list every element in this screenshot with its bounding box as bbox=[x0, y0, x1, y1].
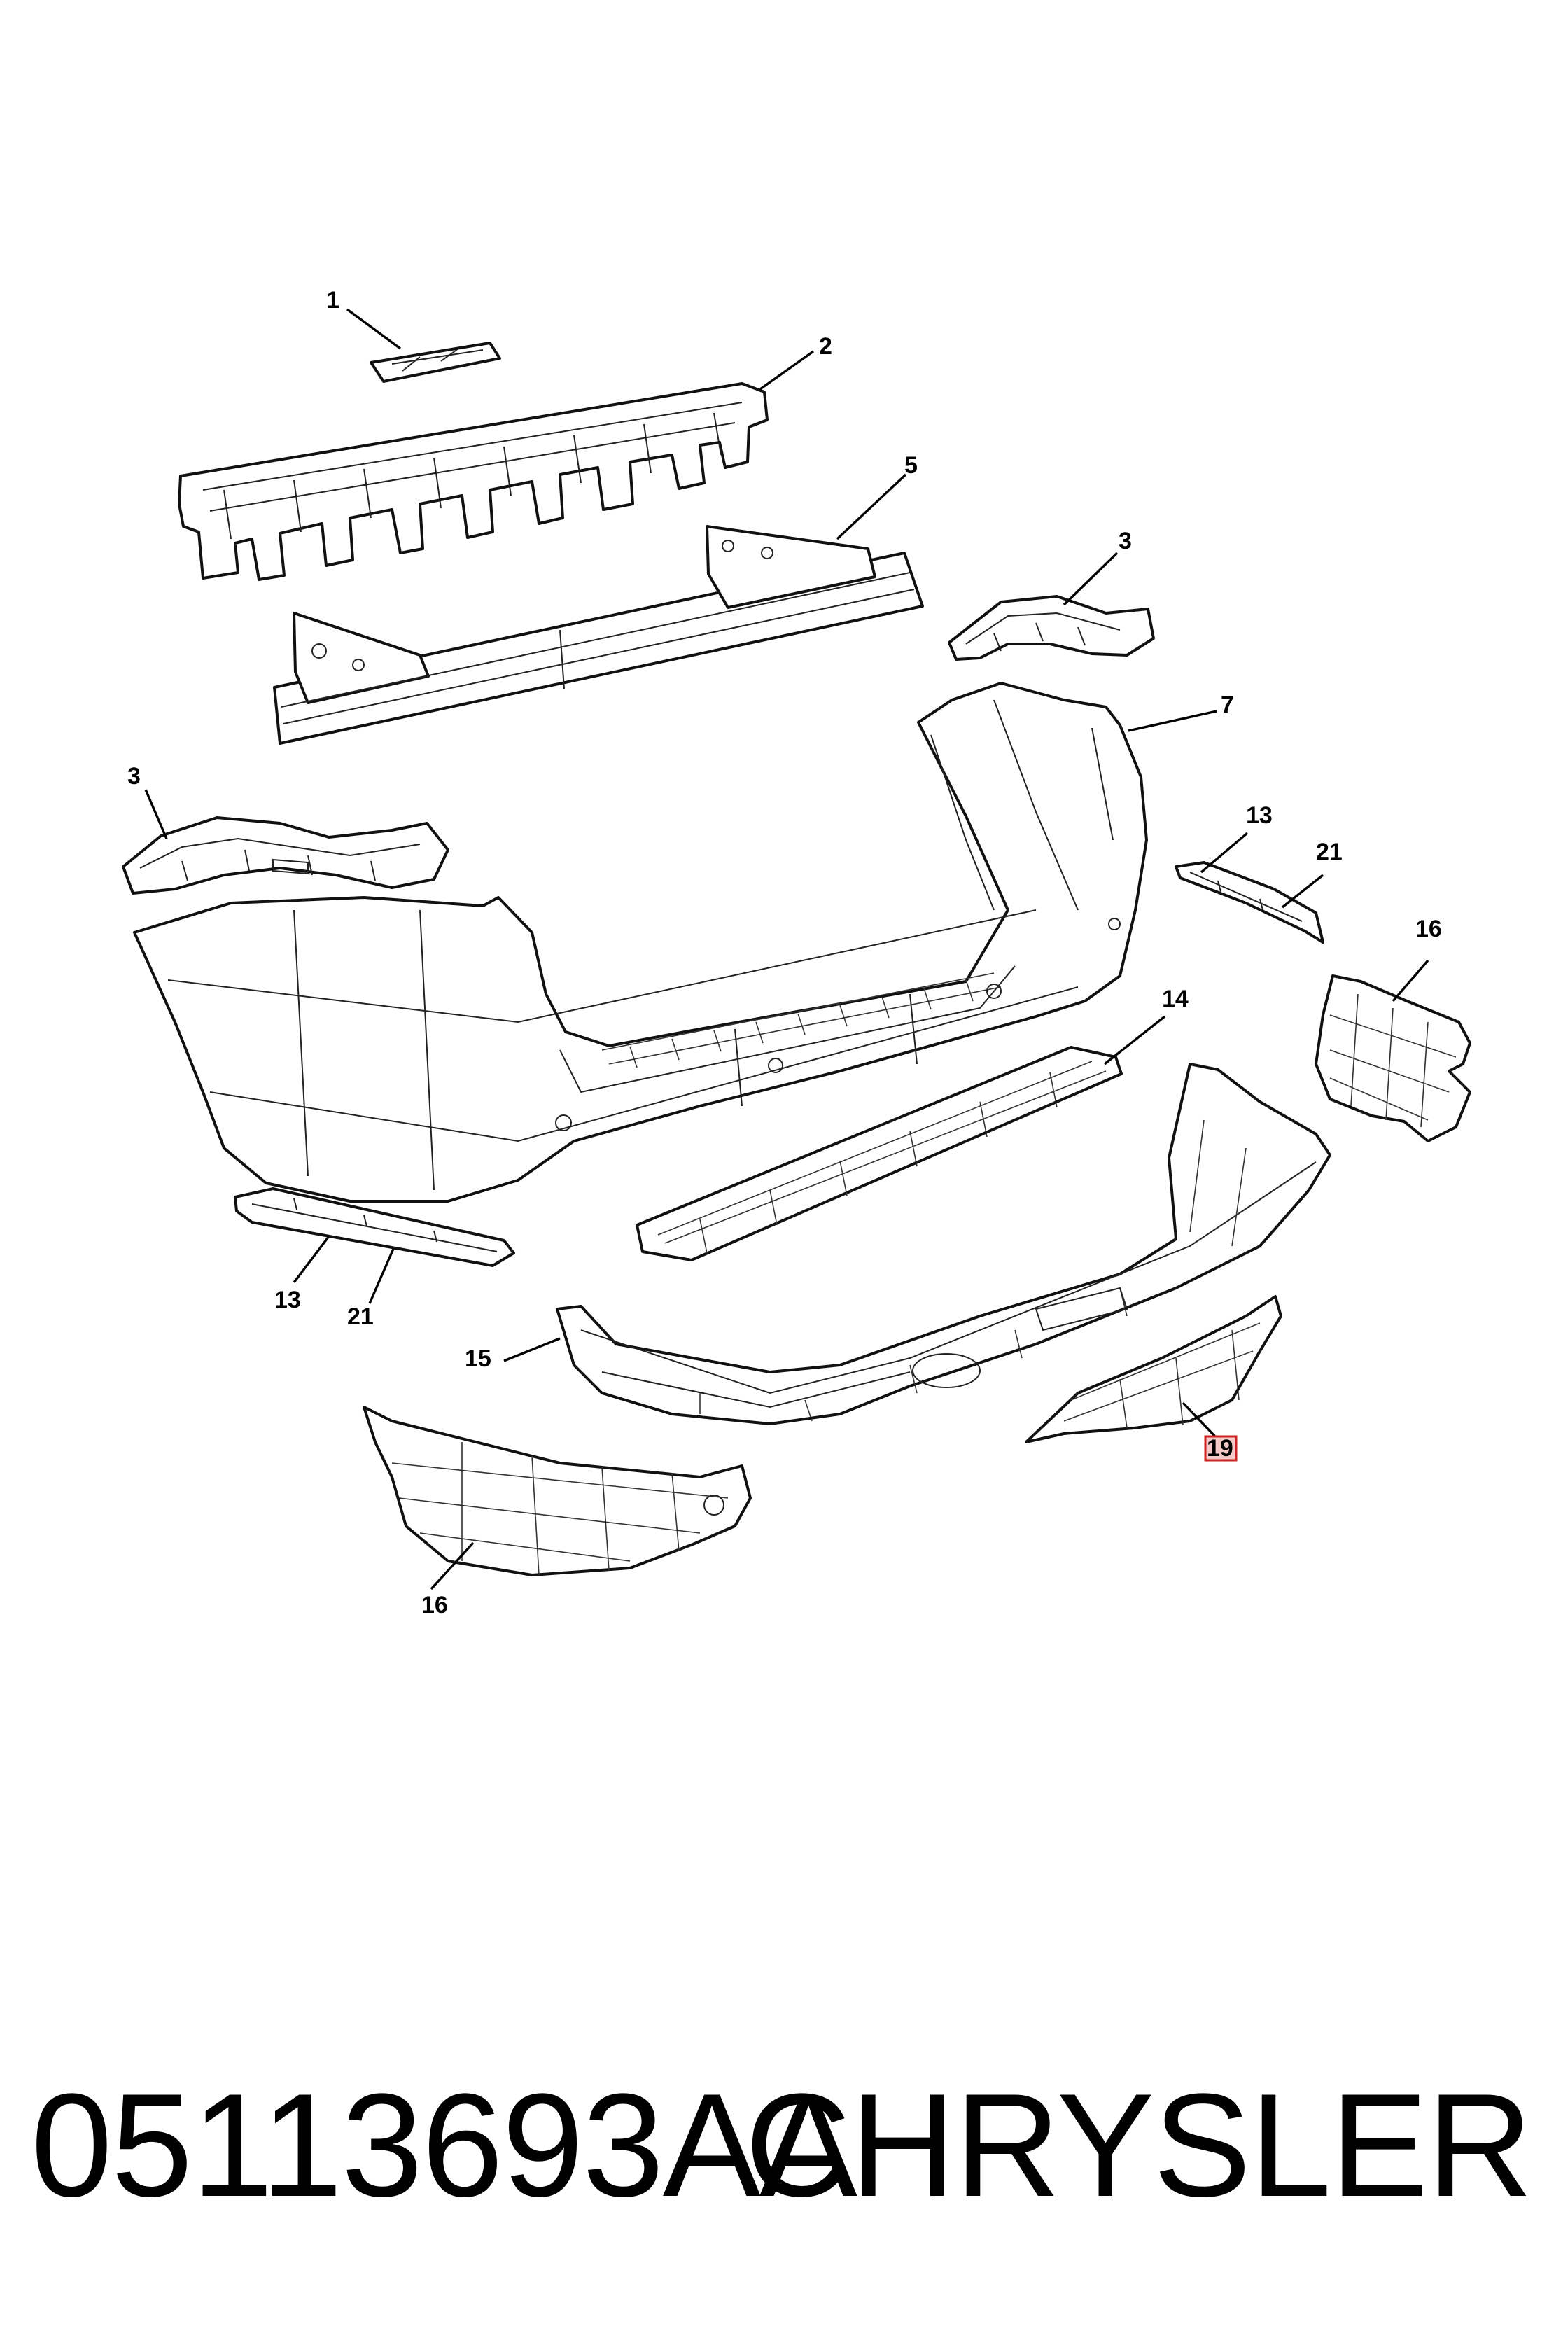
part-3-bracket-left bbox=[122, 816, 449, 895]
leader-16-left bbox=[430, 1541, 475, 1590]
callout-13-right: 13 bbox=[1246, 802, 1273, 829]
callout-14: 14 bbox=[1162, 986, 1189, 1012]
callout-3-left: 3 bbox=[127, 763, 141, 790]
leader-1 bbox=[346, 308, 402, 350]
part-7-rear-fascia bbox=[133, 682, 1148, 1203]
part-16-corner-right bbox=[1315, 974, 1471, 1142]
part-13-21-applique-right bbox=[1175, 861, 1324, 944]
leader-19 bbox=[1182, 1401, 1217, 1438]
part-3-bracket-right bbox=[948, 595, 1155, 661]
part-14-grille bbox=[636, 1046, 1123, 1261]
callout-13-left: 13 bbox=[274, 1287, 301, 1313]
part-19-skid-plate bbox=[1025, 1295, 1282, 1443]
callouts: 1 2 5 3 7 3 13 21 16 14 13 21 15 19 16 bbox=[127, 287, 1442, 1618]
leader-16-right bbox=[1392, 959, 1429, 1002]
callout-21-left: 21 bbox=[347, 1303, 374, 1330]
callout-16-right: 16 bbox=[1415, 916, 1442, 942]
leader-3-right bbox=[1063, 552, 1119, 606]
part-15-lower-fascia bbox=[556, 1063, 1331, 1425]
leader-5 bbox=[836, 473, 907, 540]
part-13-21-applique-left bbox=[234, 1187, 515, 1267]
leader-21-right bbox=[1281, 874, 1324, 909]
callout-5: 5 bbox=[904, 452, 918, 479]
part-2-energy-absorber bbox=[178, 382, 769, 581]
leader-13-right bbox=[1200, 832, 1249, 874]
callout-7: 7 bbox=[1221, 692, 1234, 718]
callout-1: 1 bbox=[326, 287, 340, 314]
leader-7 bbox=[1128, 710, 1217, 732]
leader-21-left bbox=[368, 1248, 395, 1304]
brand-name: CHRYSLER bbox=[745, 2063, 1533, 2227]
part-16-corner-left bbox=[363, 1406, 752, 1576]
callout-21-right: 21 bbox=[1316, 839, 1343, 865]
part-number: 05113693AA bbox=[31, 2063, 858, 2227]
callout-19: 19 bbox=[1207, 1435, 1233, 1462]
leader-13-left bbox=[293, 1235, 330, 1284]
leader-2 bbox=[760, 350, 814, 391]
callout-15: 15 bbox=[465, 1345, 491, 1372]
leader-15 bbox=[503, 1337, 561, 1362]
part-5-reinforcement-beam bbox=[273, 525, 924, 745]
callout-2: 2 bbox=[819, 333, 832, 360]
callout-16-left: 16 bbox=[421, 1592, 448, 1618]
callout-19-highlight bbox=[1204, 1435, 1238, 1462]
leader-lines bbox=[144, 308, 1429, 1590]
leader-3-left bbox=[144, 789, 168, 839]
callout-3-right: 3 bbox=[1119, 528, 1132, 554]
part-1-bracket bbox=[370, 342, 501, 383]
leader-14 bbox=[1103, 1015, 1166, 1065]
